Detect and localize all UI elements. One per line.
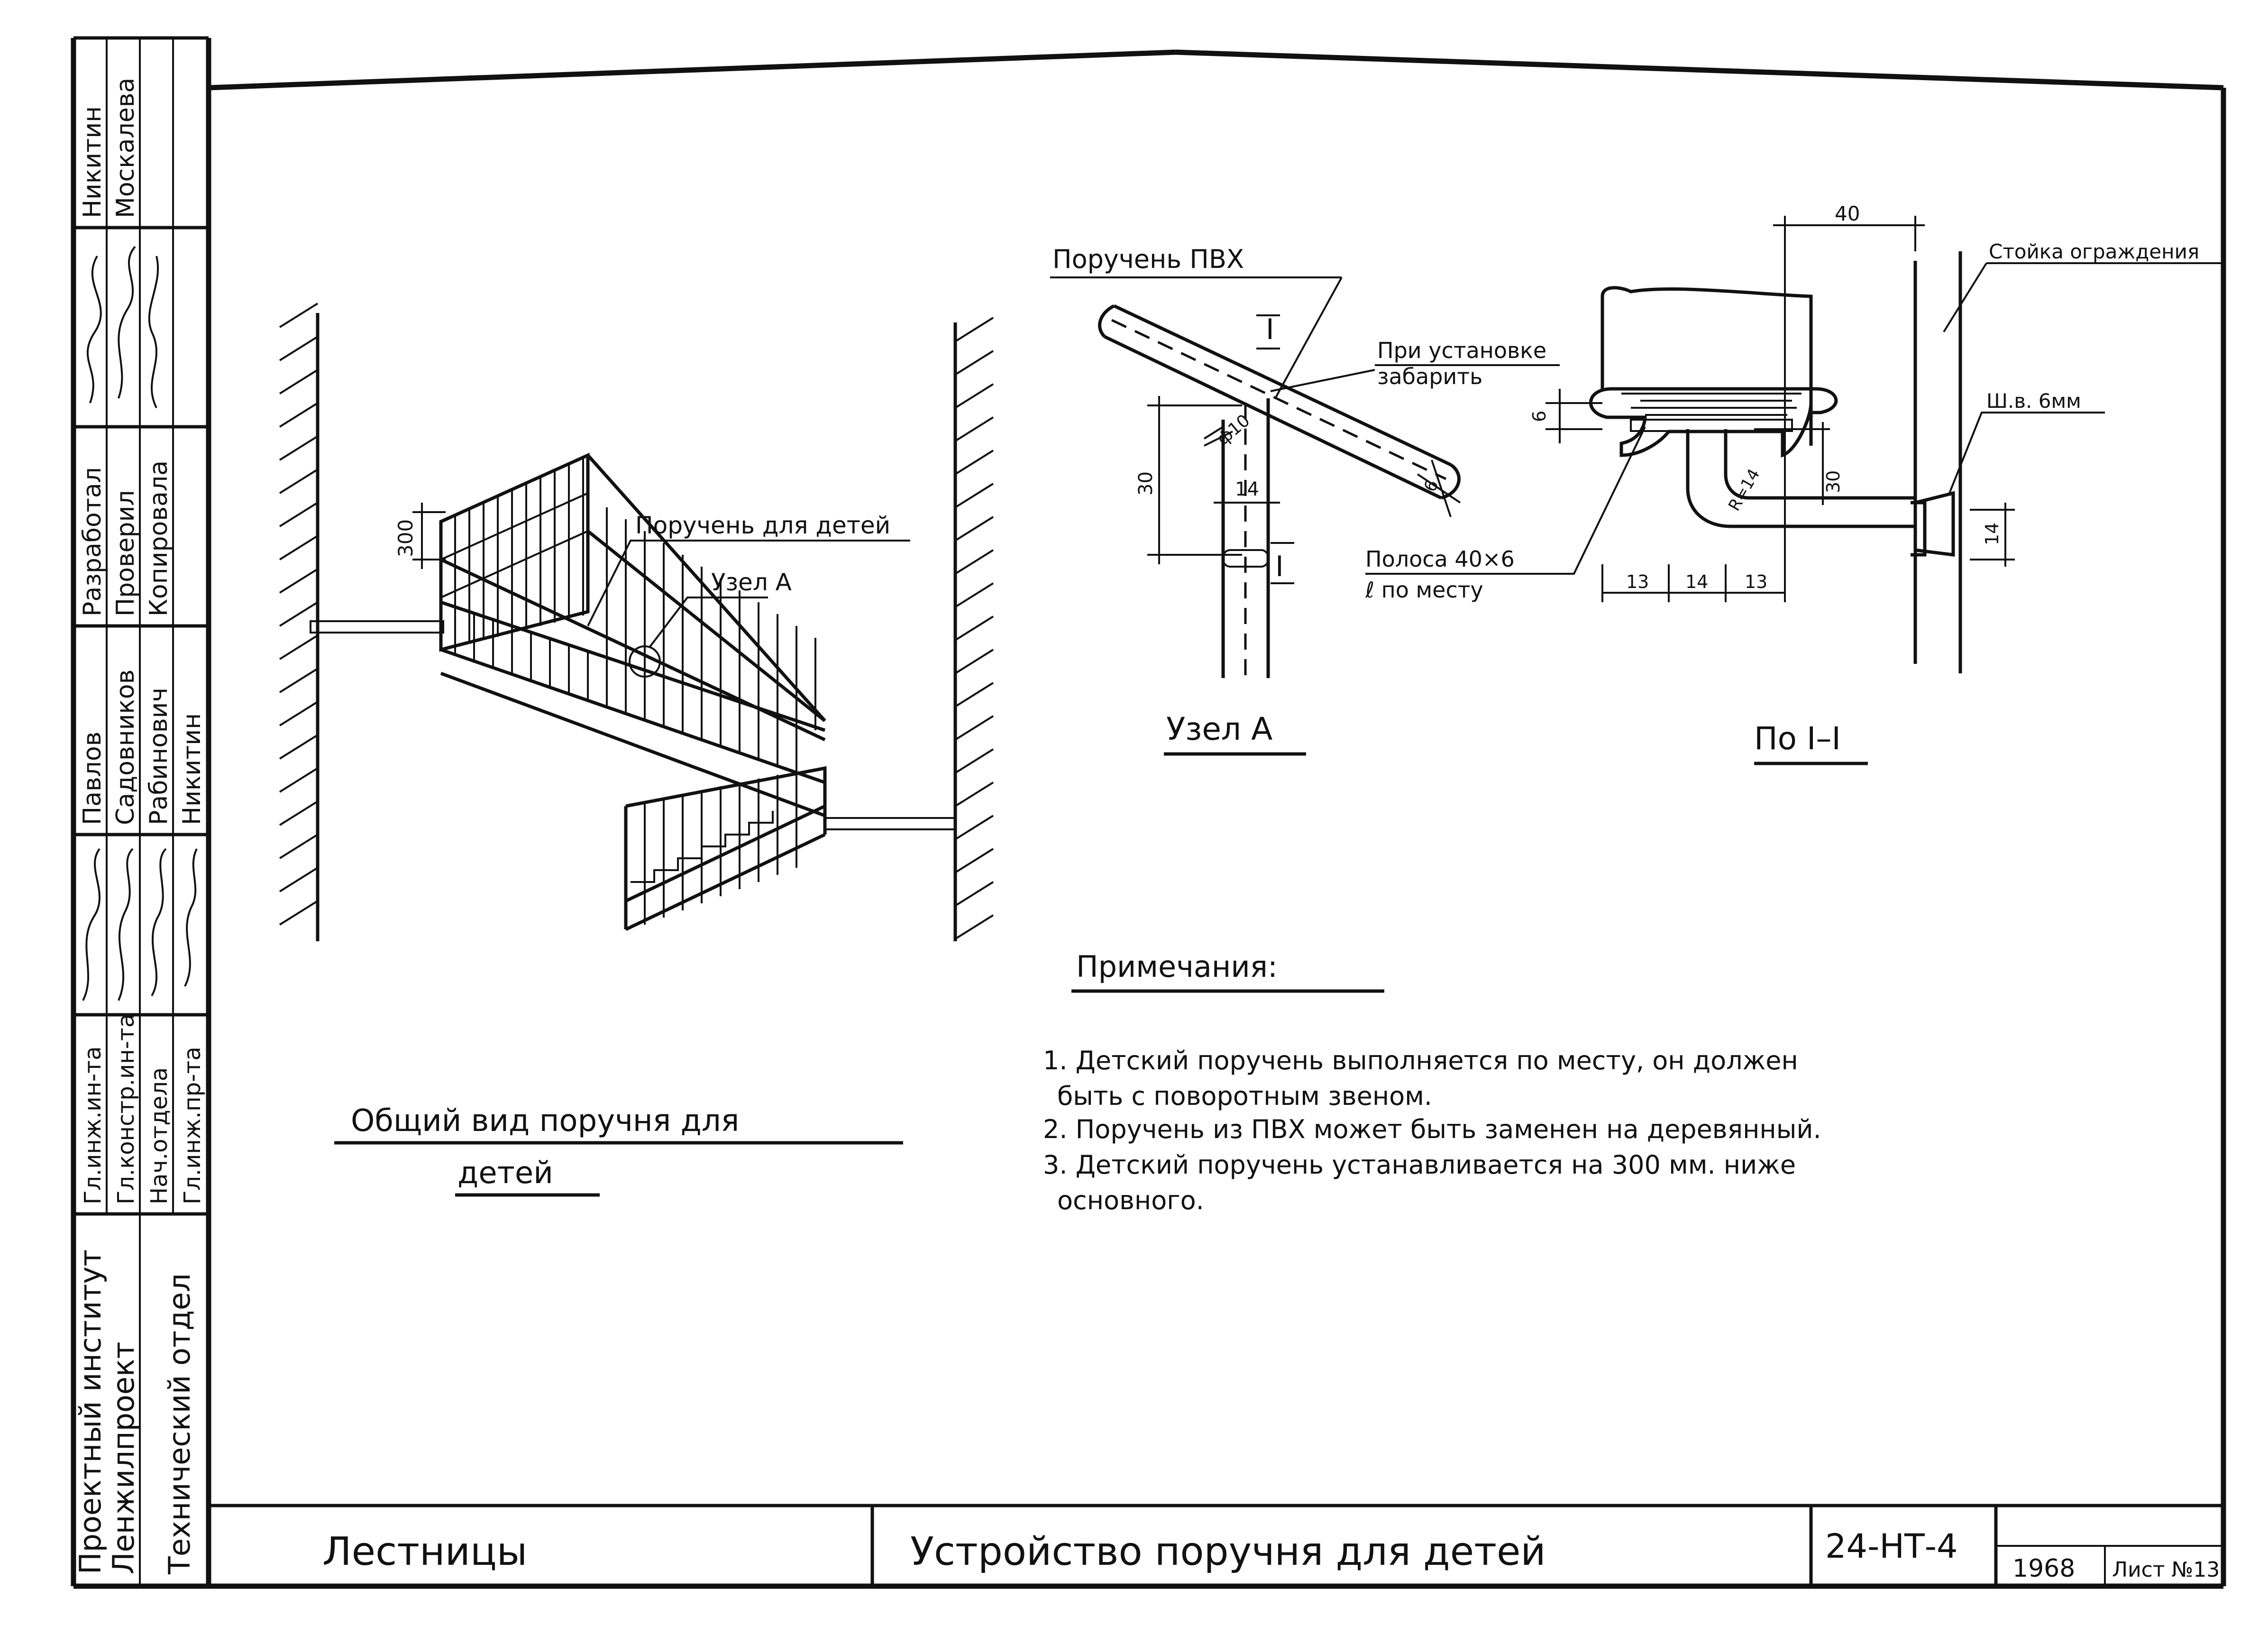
signature-2	[148, 256, 159, 408]
dim-section-13b: 13	[1745, 571, 1767, 592]
signature-5	[151, 848, 167, 997]
label-children-rail: Поручень для детей	[635, 512, 890, 539]
label-post: Стойка ограждения	[1989, 240, 2199, 263]
stamp-position-1: Гл.инж.ин-та	[80, 1046, 106, 1204]
stamp-role-2: Проверил	[111, 490, 140, 616]
label-install-1: При установке	[1377, 338, 1546, 363]
stamp-organization: Ленжилпроект	[106, 1341, 141, 1574]
dim-section-30: 30	[1823, 470, 1844, 493]
label-strip-1: Полоса 40×6	[1365, 546, 1515, 572]
general-view-title-1: Общий вид поручня для	[351, 1103, 739, 1139]
section-i-i: 40 Стойка ограждения 30 R=14 6 Ш.в. 6мм …	[1365, 202, 2223, 765]
title-drawing: Устройство поручня для детей	[910, 1529, 1546, 1574]
node-a-title: Узел А	[1166, 711, 1272, 747]
stamp-person-1: Никитин	[78, 106, 107, 218]
bottom-title-block: Лестницы Устройство поручня для детей 24…	[209, 1504, 2223, 1586]
stamp-name-3: Рабинович	[145, 688, 173, 825]
label-weld: Ш.в. 6мм	[1986, 389, 2081, 413]
stamp-person-2: Москалева	[111, 78, 140, 218]
dim-section-13a: 13	[1626, 571, 1649, 592]
signature-6	[184, 848, 198, 987]
stamp-name-2: Садовников	[111, 670, 140, 825]
title-sheet: Лист №13	[2112, 1558, 2220, 1582]
section-title: По I–I	[1754, 720, 1841, 757]
dim-node-30: 30	[1135, 471, 1157, 496]
signature-3	[82, 848, 101, 1001]
stamp-role-3: Копировала	[145, 460, 173, 616]
left-stamp: Никитин Москалева Разработал Проверил Ко…	[73, 36, 209, 1586]
title-series: Лестницы	[322, 1529, 527, 1574]
general-view-title-2: детей	[457, 1156, 553, 1191]
label-install-2: забарить	[1377, 364, 1482, 389]
title-year: 1968	[2012, 1554, 2075, 1583]
stamp-name-5: Никитин	[178, 713, 206, 825]
general-view: Узел А Поручень для детей 300 Общий вид …	[279, 303, 994, 1197]
dim-node-phi10: ф10	[1213, 411, 1253, 449]
dim-section-6: 6	[1529, 411, 1550, 422]
signature-4	[118, 848, 134, 1001]
signature-1	[86, 246, 136, 404]
stamp-position-2: Гл.констр.ин-та	[113, 1014, 139, 1204]
section-mark-top: I	[1266, 313, 1274, 346]
sheet-frame	[71, 38, 2226, 1589]
node-a-detail: Поручень ПВХ I При установке забарить I …	[1050, 244, 1560, 756]
stamp-position-4: Гл.инж.пр-та	[179, 1047, 206, 1204]
label-strip-2: ℓ по месту	[1365, 577, 1483, 603]
note-1-line-1: 1. Детский поручень выполняется по месту…	[1043, 1046, 1798, 1075]
title-code: 24-НТ-4	[1825, 1527, 1958, 1566]
notes-heading: Примечания:	[1076, 949, 1278, 984]
dim-section-14: 14	[1685, 571, 1708, 592]
note-3-line-1: 3. Детский поручень устанавливается на 3…	[1043, 1150, 1796, 1180]
section-mark-bottom: I	[1275, 550, 1284, 583]
note-2: 2. Поручень из ПВХ может быть заменен на…	[1043, 1114, 1821, 1144]
notes: Примечания: 1. Детский поручень выполняе…	[1043, 949, 1821, 1215]
note-1-line-2: быть с поворотным звеном.	[1057, 1081, 1432, 1111]
dim-300: 300	[394, 519, 417, 557]
node-a-marker	[629, 645, 661, 678]
stamp-institute: Проектный институт	[73, 1249, 108, 1574]
stamp-department: Технический отдел	[162, 1273, 197, 1575]
stamp-position-3: Нач.отдела	[146, 1067, 173, 1204]
dim-section-40: 40	[1835, 202, 1860, 225]
dim-node-14: 14	[1235, 478, 1259, 500]
label-pvc: Поручень ПВХ	[1052, 244, 1244, 274]
note-3-line-2: основного.	[1057, 1185, 1204, 1215]
dim-section-14v: 14	[1982, 523, 2003, 545]
label-node-a: Узел А	[711, 569, 792, 596]
stamp-name-1: Павлов	[78, 732, 107, 825]
stamp-role-1: Разработал	[78, 467, 107, 616]
